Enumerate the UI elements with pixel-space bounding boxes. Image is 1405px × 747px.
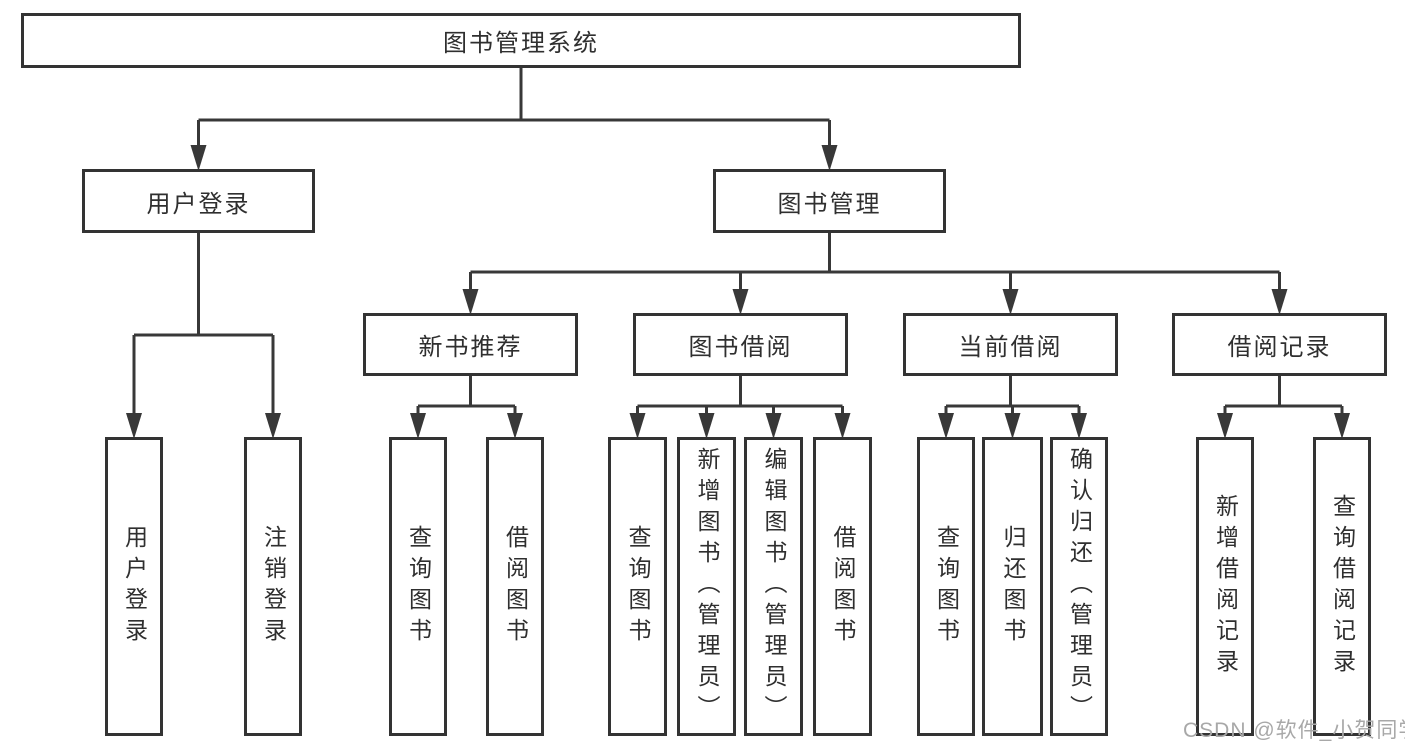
arrowhead (1271, 289, 1288, 315)
node-logout: 注销登录 (244, 437, 302, 736)
node-cb-confirm-return: 确认归还（管理员） (1050, 437, 1108, 736)
arrowhead (126, 413, 142, 439)
node-label-cb-return-books: 归还图书 (1000, 524, 1026, 649)
arrowhead (265, 413, 281, 439)
node-new-query-books: 查询图书 (389, 437, 447, 736)
arrowhead (938, 413, 954, 439)
node-label-user-login: 用户登录 (121, 524, 148, 649)
node-cb-query-books: 查询图书 (917, 437, 975, 736)
node-label-book-mgmt: 图书管理 (777, 190, 882, 218)
node-label-cb-confirm-return: 确认归还（管理员） (1066, 447, 1093, 726)
connector-path (132, 68, 1344, 419)
arrowhead (1217, 413, 1233, 439)
watermark: CSDN @软件_小贺同学 (1183, 719, 1405, 742)
node-root: 图书管理系统 (21, 13, 1021, 68)
arrowhead (190, 145, 207, 171)
node-label-user-login-group: 用户登录 (146, 190, 251, 218)
node-book-mgmt: 图书管理 (713, 169, 946, 233)
arrowhead (629, 413, 646, 439)
arrowhead (1004, 413, 1021, 439)
node-label-logout: 注销登录 (260, 524, 287, 649)
node-current-borrow: 当前借阅 (903, 313, 1118, 376)
arrowhead (765, 413, 782, 439)
node-label-new-books: 新书推荐 (418, 334, 523, 361)
node-label-cb-query-books: 查询图书 (933, 524, 960, 649)
node-borrow-records: 借阅记录 (1172, 313, 1387, 376)
arrowhead (1002, 289, 1019, 315)
arrowhead (462, 289, 479, 315)
node-bb-edit-books: 编辑图书（管理员） (744, 437, 803, 736)
node-label-new-query-books: 查询图书 (405, 524, 432, 649)
node-label-root: 图书管理系统 (443, 30, 599, 57)
node-br-query-record: 查询借阅记录 (1313, 437, 1371, 736)
node-label-bb-borrow-books: 借阅图书 (830, 524, 856, 649)
node-label-current-borrow: 当前借阅 (958, 334, 1063, 361)
arrowhead (834, 413, 851, 439)
arrowhead (1071, 413, 1087, 439)
node-bb-borrow-books: 借阅图书 (813, 437, 872, 736)
node-book-borrow: 图书借阅 (633, 313, 848, 376)
arrowhead (821, 145, 838, 171)
node-label-br-query-record: 查询借阅记录 (1329, 493, 1356, 680)
node-label-new-borrow-books: 借阅图书 (502, 524, 529, 649)
node-bb-add-books: 新增图书（管理员） (677, 437, 736, 736)
node-label-bb-edit-books: 编辑图书（管理员） (761, 447, 787, 726)
node-label-br-add-record: 新增借阅记录 (1212, 493, 1239, 680)
node-label-borrow-records: 借阅记录 (1227, 334, 1332, 361)
node-bb-query-books: 查询图书 (608, 437, 667, 736)
node-cb-return-books: 归还图书 (982, 437, 1043, 736)
node-label-bb-add-books: 新增图书（管理员） (694, 447, 720, 726)
node-label-bb-query-books: 查询图书 (625, 524, 651, 649)
arrowhead (1334, 413, 1350, 439)
node-br-add-record: 新增借阅记录 (1196, 437, 1254, 736)
node-label-book-borrow: 图书借阅 (688, 334, 793, 361)
arrowhead (507, 413, 523, 439)
node-user-login: 用户登录 (105, 437, 163, 736)
node-user-login-group: 用户登录 (82, 169, 315, 233)
arrowhead (698, 413, 715, 439)
node-new-books: 新书推荐 (363, 313, 578, 376)
node-new-borrow-books: 借阅图书 (486, 437, 544, 736)
arrowhead (732, 289, 749, 315)
arrowhead (410, 413, 426, 439)
